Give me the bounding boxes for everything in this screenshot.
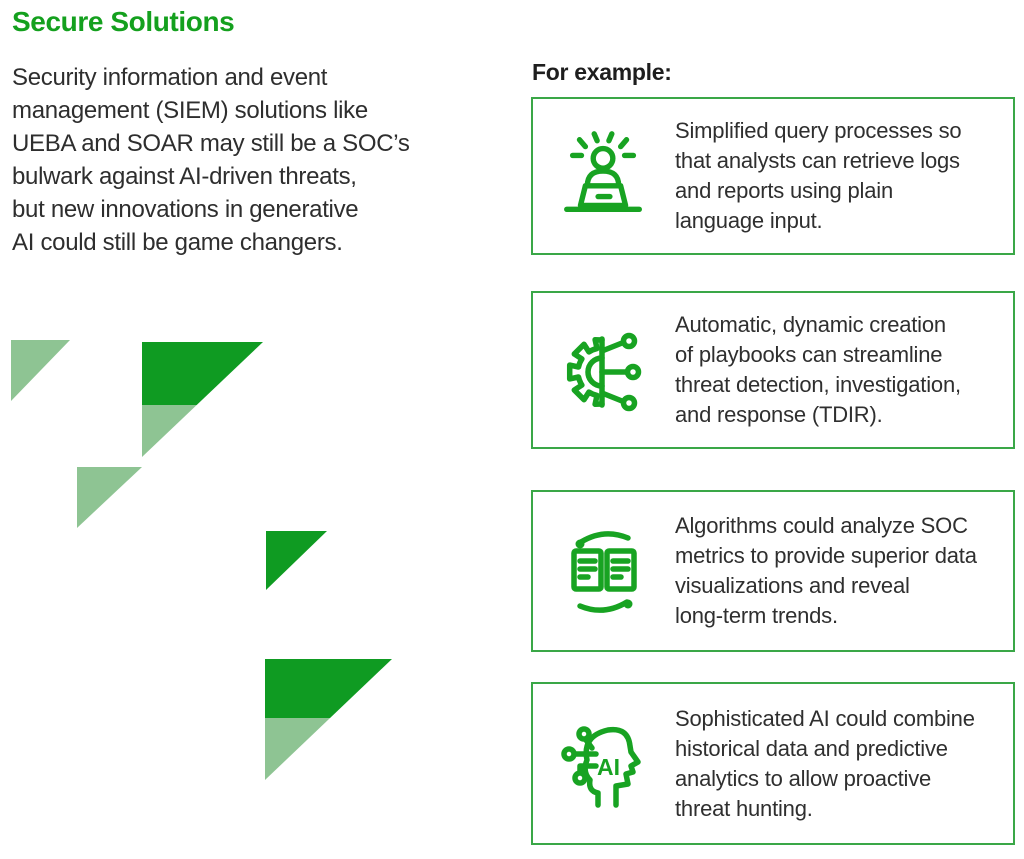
intro-line: AI could still be game changers. (12, 229, 343, 256)
example-line: visualizations and reveal (675, 573, 910, 598)
decor-triangle-small-dark (266, 531, 327, 590)
example-line: and reports using plain (675, 178, 893, 203)
example-box-playbooks: Automatic, dynamic creation of playbooks… (531, 291, 1015, 449)
example-line: that analysts can retrieve logs (675, 148, 960, 173)
intro-paragraph: Security information and event managemen… (12, 61, 410, 259)
decor-triangle-dark-part (142, 342, 263, 405)
intro-line: but new innovations in generative (12, 196, 359, 223)
documents-sync-icon (533, 521, 675, 621)
example-line: analytics to allow proactive (675, 765, 932, 791)
decor-triangle-light-part (142, 405, 263, 457)
example-line: metrics to provide superior data (675, 543, 977, 568)
intro-line: UEBA and SOAR may still be a SOC’s (12, 130, 410, 157)
decor-triangle-large-split-bottom (265, 659, 392, 780)
example-box-metrics: Algorithms could analyze SOC metrics to … (531, 490, 1015, 652)
example-line: of playbooks can streamline (675, 342, 943, 367)
intro-line: bulwark against AI-driven threats, (12, 163, 357, 190)
decor-triangle-light-part (265, 718, 392, 780)
example-line: and response (TDIR). (675, 402, 883, 427)
decor-triangle-small-light (11, 340, 70, 401)
example-line: threat detection, investigation, (675, 372, 961, 397)
intro-line: management (SIEM) solutions like (12, 97, 368, 124)
example-line: language input. (675, 208, 823, 233)
example-box-query: Simplified query processes so that analy… (531, 97, 1015, 255)
decor-triangle-large-split-top (142, 342, 263, 457)
ai-head-icon: AI (533, 714, 675, 814)
example-line: Sophisticated AI could combine (675, 705, 975, 731)
example-line: Algorithms could analyze SOC (675, 513, 968, 538)
example-text: Algorithms could analyze SOC metrics to … (675, 511, 1013, 631)
example-box-ai-hunting: AI Sophisticated AI could combine histor… (531, 682, 1015, 845)
decor-triangle-medium-light (77, 467, 142, 528)
gear-circuit-icon (533, 320, 675, 420)
example-text: Sophisticated AI could combine historica… (675, 704, 1013, 824)
examples-list: Simplified query processes so that analy… (531, 97, 1015, 845)
example-text: Automatic, dynamic creation of playbooks… (675, 310, 1013, 430)
example-line: Automatic, dynamic creation (675, 312, 946, 337)
example-line: long-term trends. (675, 603, 838, 628)
analyst-laptop-icon (533, 127, 675, 225)
page-title: Secure Solutions (12, 6, 235, 37)
intro-line: Security information and event (12, 64, 328, 91)
example-text: Simplified query processes so that analy… (675, 116, 1013, 236)
examples-heading: For example: (532, 59, 672, 85)
ai-icon-label: AI (597, 754, 620, 780)
example-line: historical data and predictive (675, 735, 948, 761)
example-line: Simplified query processes so (675, 118, 962, 143)
decor-triangle-dark-part (265, 659, 392, 718)
example-line: threat hunting. (675, 795, 813, 821)
